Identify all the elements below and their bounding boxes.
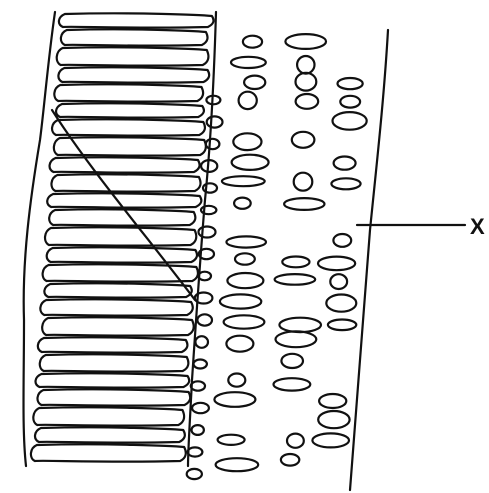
oval-cell: [226, 271, 265, 290]
oval-cell: [227, 372, 247, 388]
oval-cell: [318, 392, 348, 410]
oval-cell: [336, 76, 364, 91]
oval-cell: [225, 235, 268, 249]
small-cell: [204, 137, 221, 151]
stacked-cell: [55, 102, 206, 119]
oval-cell: [330, 177, 362, 191]
small-cell: [199, 204, 218, 216]
oval-cell: [294, 71, 318, 92]
oval-cell: [332, 232, 353, 248]
oval-cell: [282, 197, 326, 212]
stacked-cell: [43, 282, 193, 299]
stacked-cell: [51, 118, 207, 137]
oval-cell: [316, 255, 357, 272]
oval-cell: [295, 54, 316, 75]
oval-cell-field: [185, 32, 368, 481]
oval-cell: [232, 196, 252, 210]
oval-cell: [278, 316, 323, 334]
oval-cell: [230, 153, 270, 171]
stacked-cell: [36, 336, 189, 354]
diagonal-fold-line: [50, 108, 197, 302]
small-cell: [197, 225, 217, 239]
stacked-cell: [36, 388, 192, 407]
oval-cell: [329, 273, 349, 291]
small-cell: [190, 424, 205, 437]
oval-cell: [220, 175, 266, 188]
oval-cell: [242, 74, 267, 91]
oval-cell: [280, 352, 305, 370]
small-cell: [191, 401, 211, 415]
oval-cell: [281, 255, 311, 269]
oval-cell: [218, 293, 263, 310]
stacked-cell: [41, 263, 200, 283]
stacked-cell-rows: [29, 12, 215, 463]
stacked-cell: [50, 173, 202, 193]
stacked-cell: [39, 298, 194, 317]
small-cell: [192, 358, 208, 370]
oval-cell: [241, 34, 264, 49]
oval-cell: [294, 92, 320, 110]
oval-cell: [273, 273, 317, 286]
oval-cell: [274, 330, 318, 349]
small-cell: [197, 247, 216, 261]
oval-cell: [213, 391, 257, 408]
small-cell: [186, 446, 204, 458]
stacked-cell: [38, 353, 190, 373]
oval-cell: [233, 252, 256, 266]
stacked-cell: [55, 46, 210, 67]
stacked-cell: [34, 372, 191, 389]
stacked-cell: [29, 443, 187, 463]
small-cell: [196, 313, 214, 327]
stacked-cell: [43, 226, 198, 247]
oval-cell: [232, 132, 263, 152]
oval-cell: [214, 457, 260, 473]
oval-cell: [284, 32, 328, 50]
small-cell: [194, 335, 210, 349]
right-wall: [348, 28, 390, 492]
small-cell: [201, 182, 219, 194]
oval-cell: [216, 433, 246, 446]
oval-cell: [225, 334, 255, 353]
stacked-cell: [48, 156, 201, 174]
stacked-cell: [46, 192, 203, 209]
oval-cell: [311, 432, 351, 449]
small-cell: [205, 115, 224, 129]
oval-cell: [339, 94, 362, 109]
oval-cell: [222, 314, 266, 330]
label-x: X: [470, 214, 485, 239]
oval-cell: [272, 377, 312, 392]
oval-cell: [332, 155, 357, 171]
stacked-cell: [59, 28, 209, 47]
stacked-cell: [41, 316, 195, 337]
stacked-cell: [33, 426, 186, 444]
stacked-cell: [32, 406, 186, 427]
oval-cell: [237, 90, 258, 111]
oval-cell: [326, 318, 358, 332]
oval-cell: [229, 55, 267, 70]
stacked-cell: [57, 66, 211, 84]
small-cell: [185, 467, 203, 481]
stacked-cell: [52, 136, 207, 157]
stacked-cell: [48, 208, 197, 227]
oval-cell: [325, 293, 358, 313]
middle-boundary: [186, 10, 218, 468]
stacked-cell: [57, 12, 215, 29]
oval-cell: [292, 171, 314, 192]
oval-cell: [285, 432, 305, 449]
left-boundary: [22, 10, 57, 468]
stacked-cell: [45, 246, 199, 264]
stacked-cell: [53, 83, 205, 103]
oval-cell: [331, 110, 368, 131]
oval-cell: [317, 409, 351, 430]
oval-cell: [290, 130, 316, 149]
oval-cell: [279, 452, 301, 467]
tissue-outlines: [22, 10, 390, 492]
